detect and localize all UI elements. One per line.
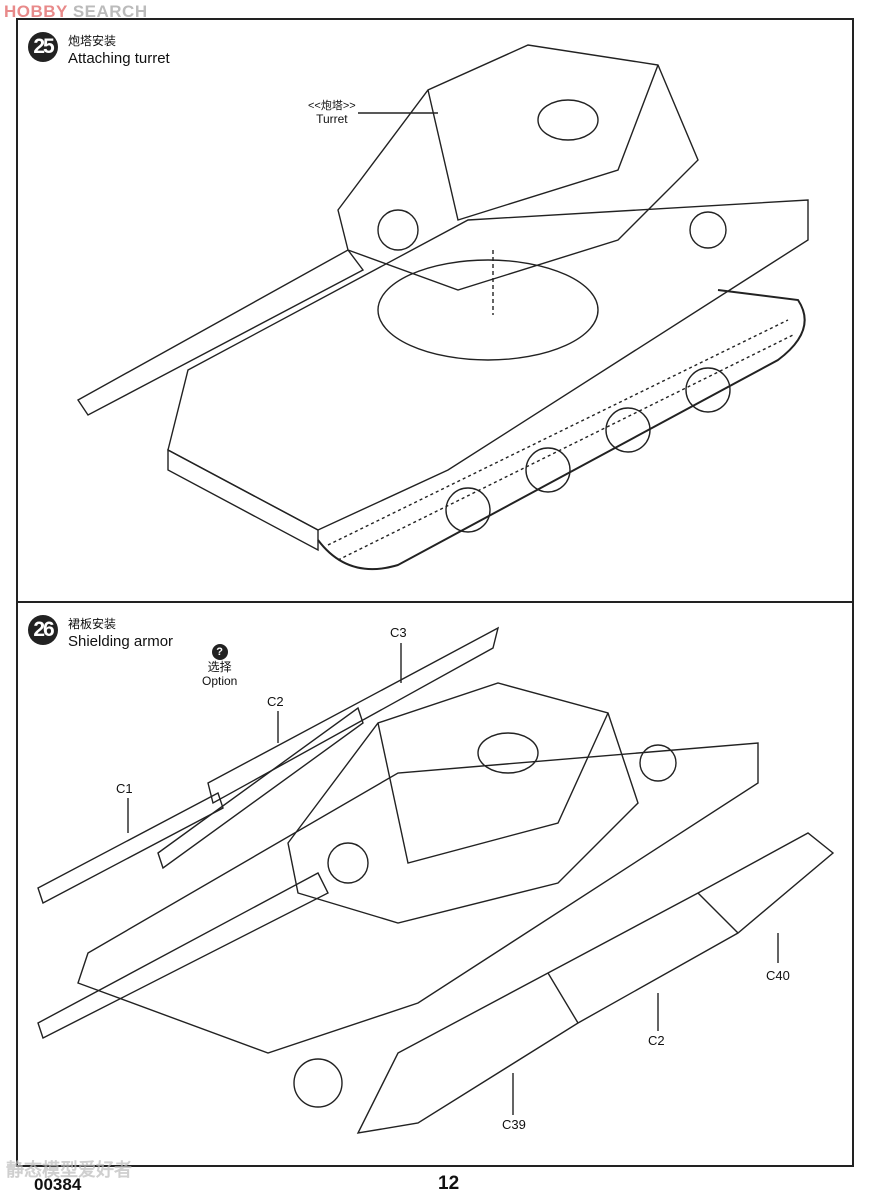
turret-attachment-illustration — [76, 44, 809, 571]
step-title-en: Attaching turret — [68, 50, 170, 67]
shielding-armor-illustration — [37, 626, 835, 1134]
step-25-panel: 25 炮塔安装 Attaching turret <<炮塔>>Turret — [16, 18, 854, 603]
step-title-zh: 裙板安装 — [68, 617, 117, 631]
product-code: 00384 — [34, 1175, 82, 1194]
part-label-c2-lower: C2 — [648, 1033, 665, 1048]
part-label-c3: C3 — [390, 625, 407, 640]
step-number-badge: 25 — [28, 32, 58, 62]
part-label-c40: C40 — [766, 968, 790, 983]
part-label-c39: C39 — [502, 1117, 526, 1132]
turret-callout: <<炮塔>>Turret — [308, 100, 356, 126]
step-title-zh: 炮塔安装 — [68, 34, 117, 48]
watermark: 静态模型爱好者 — [6, 1160, 132, 1180]
part-label-c1: C1 — [116, 781, 133, 796]
part-label-c2: C2 — [267, 694, 284, 709]
hobby-search-logo: HOBBY SEARCH — [4, 2, 148, 21]
question-icon: ? — [211, 644, 228, 660]
step-number-badge: 26 — [28, 615, 58, 645]
step-title-en: Shielding armor — [68, 633, 174, 650]
page-number: 12 — [438, 1173, 460, 1194]
